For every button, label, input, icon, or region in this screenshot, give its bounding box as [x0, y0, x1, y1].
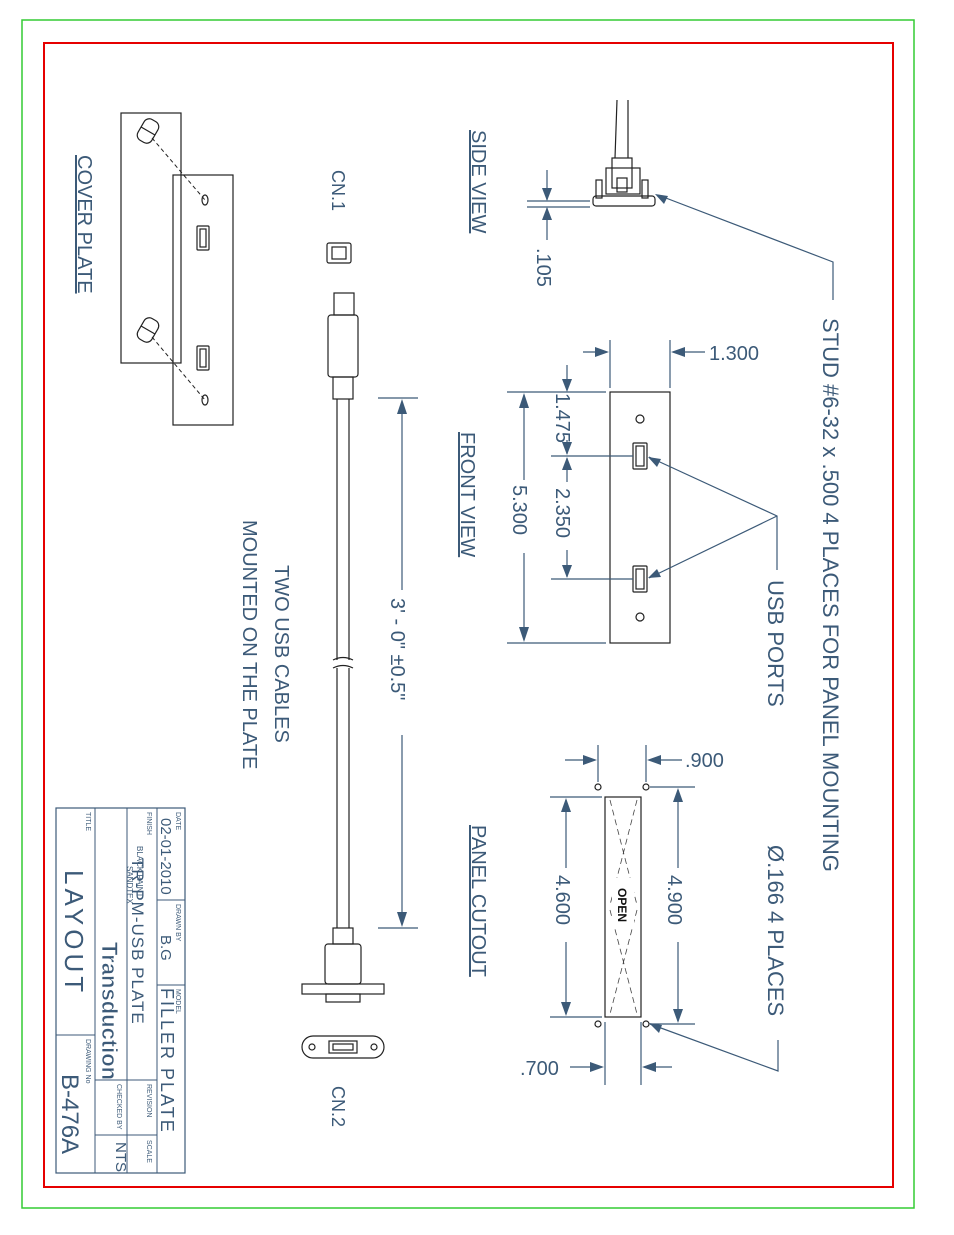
front-1300-dim [583, 340, 705, 388]
stud-leader [657, 194, 834, 300]
front-view-label: FRONT VIEW [456, 432, 478, 557]
tb-model: FILLER PLATE [157, 988, 177, 1134]
usb-ports-leader [648, 456, 778, 579]
dim-1300: 1.300 [709, 343, 759, 365]
dim-1475: 1.475 [551, 393, 573, 443]
tb-scale: NTS [112, 1142, 129, 1172]
cutout-900-dim [565, 745, 682, 782]
tb-drawn-header: DRAWN BY [174, 904, 181, 942]
dim-5300: 5.300 [508, 485, 530, 535]
cn2-connector [301, 1035, 385, 1059]
title-block [55, 807, 186, 1174]
tb-revision-header: REVISION [145, 1084, 152, 1117]
cables-label-line2: MOUNTED ON THE PLATE [238, 520, 260, 769]
cover-plate-drawing [120, 112, 234, 426]
dim-2350: 2.350 [551, 488, 573, 538]
tb-drawing-no: B-476A [56, 1074, 83, 1154]
inner-border [43, 42, 894, 1188]
cutout-vertical-dims [550, 786, 695, 1025]
side-view-dim [527, 170, 590, 240]
dim-105: .105 [532, 248, 554, 287]
cover-plate-label: COVER PLATE [73, 155, 95, 294]
tb-drawing-header: DRAWING No [84, 1039, 91, 1084]
usb-ports-label: USB PORTS [763, 580, 788, 707]
side-view-label: SIDE VIEW [467, 130, 489, 233]
dim-700: .700 [520, 1058, 559, 1080]
outer-border [21, 19, 915, 1209]
tb-scale-header: SCALE [145, 1140, 152, 1163]
hole-leader [649, 1023, 779, 1072]
dim-4600: 4.600 [551, 875, 573, 925]
side-view-drawing [592, 99, 656, 207]
tb-company: Transduction [97, 942, 122, 1080]
cutout-700-dim [570, 1022, 672, 1085]
hole-note: Ø.166 4 PLACES [763, 845, 788, 1016]
tb-drawn: B.G [157, 935, 174, 961]
stud-note: STUD #6-32 x .500 4 PLACES FOR PANEL MOU… [818, 318, 843, 872]
tb-part: TR-PM-USB PLATE [128, 858, 147, 1025]
cn2-label: CN.2 [328, 1086, 348, 1127]
cn1-label: CN.1 [328, 170, 348, 211]
tb-date: 02-01-2010 [157, 818, 174, 895]
dim-4900: 4.900 [663, 875, 685, 925]
open-label: OPEN [615, 888, 629, 922]
tb-model-header: MODEL [174, 989, 181, 1014]
panel-cutout-label: PANEL CUTOUT [467, 825, 489, 977]
front-view-drawing [609, 391, 671, 644]
tb-title: LAYOUT [59, 870, 89, 996]
tb-date-header: DATE [174, 812, 181, 830]
tb-finish-1: SANDTEX [125, 866, 134, 904]
dim-900: .900 [685, 750, 724, 772]
cable-length-dim [378, 397, 418, 929]
front-vertical-dims [507, 365, 633, 644]
tb-finish-header: FINISH [145, 812, 152, 835]
cables-label-line1: TWO USB CABLES [270, 565, 292, 743]
tb-checked-header: CHECKED BY [115, 1084, 122, 1130]
cable-length-value: 3' - 0" ±0.5" [386, 598, 408, 700]
usb-cable [301, 292, 385, 1003]
tb-title-header: TITLE [84, 812, 91, 831]
tb-finish-2: BLACK PAINT [135, 846, 144, 898]
panel-cutout-drawing [594, 783, 650, 1028]
cn1-connector [326, 242, 352, 264]
